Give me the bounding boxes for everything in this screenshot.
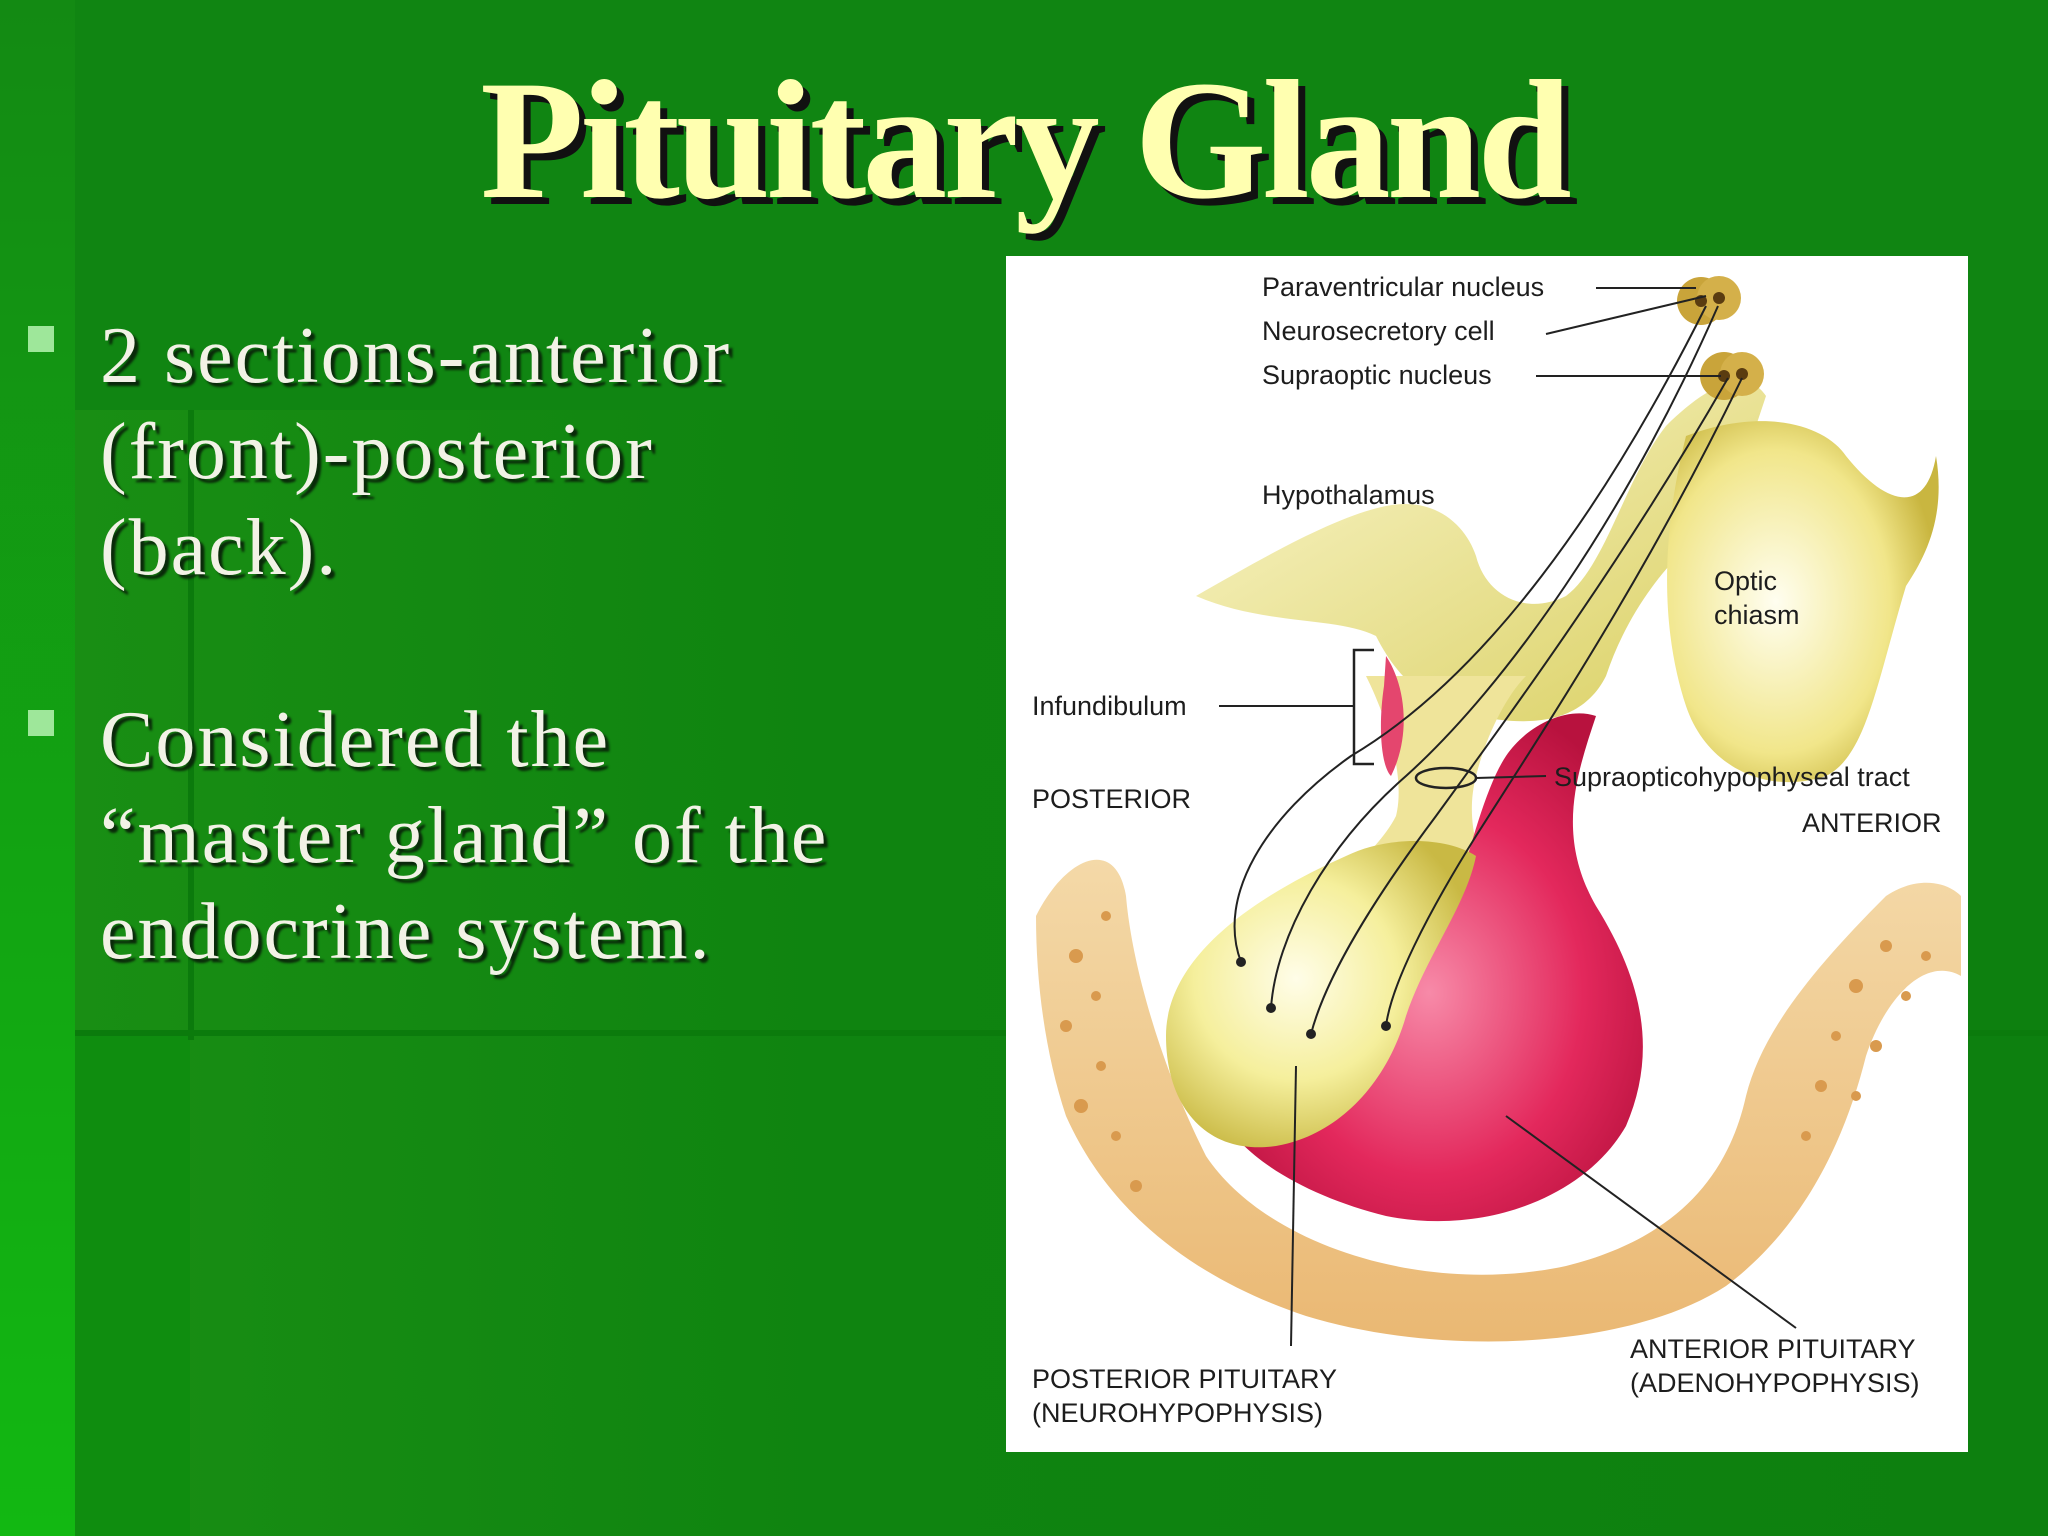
slide-title: Pituitary Gland: [480, 46, 1572, 234]
neurosecretory-cell-icon: [1677, 276, 1764, 400]
sella-turcica-bone: [1036, 859, 1961, 1342]
axon-terminals: [1236, 957, 1391, 1039]
label-hypothalamus: Hypothalamus: [1262, 480, 1435, 510]
label-adenohypophysis: (ADENOHYPOPHYSIS): [1630, 1368, 1920, 1398]
label-supraopticohypophyseal-tract: Supraopticohypophyseal tract: [1554, 762, 1910, 792]
axon-fibers: [1233, 305, 1743, 1035]
bullet-text: 2 sections-anterior (front)-posterior (b…: [100, 312, 732, 592]
bullet-item: 2 sections-anterior (front)-posterior (b…: [28, 308, 988, 596]
label-optic-line2: chiasm: [1714, 600, 1800, 630]
pituitary-illustration: Paraventricular nucleus Neurosecretory c…: [1032, 272, 1961, 1428]
background-band-left: [0, 0, 75, 1536]
label-posterior-pituitary: POSTERIOR PITUITARY: [1032, 1364, 1337, 1394]
label-neurosecretory-cell: Neurosecretory cell: [1262, 316, 1495, 346]
label-supraoptic-nucleus: Supraoptic nucleus: [1262, 360, 1492, 390]
background-band-left-lower: [75, 1035, 190, 1536]
bone-pores: [1060, 911, 1931, 1192]
label-neurohypophysis: (NEUROHYPOPHYSIS): [1032, 1398, 1323, 1428]
bullet-item: Considered the “master gland” of the end…: [28, 692, 988, 980]
label-anterior-pituitary: ANTERIOR PITUITARY: [1630, 1334, 1916, 1364]
pituitary-diagram: Paraventricular nucleus Neurosecretory c…: [1006, 256, 1968, 1452]
label-optic-line1: Optic: [1714, 566, 1777, 596]
label-posterior: POSTERIOR: [1032, 784, 1191, 814]
leader-lines: [1219, 287, 1797, 1347]
bullet-square-icon: [28, 326, 54, 352]
infundibulum-pink: [1380, 656, 1404, 776]
background-divider-vertical: [188, 410, 194, 1040]
label-paraventricular-nucleus: Paraventricular nucleus: [1262, 272, 1544, 302]
bullet-text: Considered the “master gland” of the end…: [100, 696, 829, 976]
bullet-square-icon: [28, 710, 54, 736]
label-infundibulum: Infundibulum: [1032, 691, 1187, 721]
optic-chiasm-shape: [1667, 421, 1939, 783]
posterior-pituitary-lobe: [1166, 841, 1476, 1148]
bullet-list: 2 sections-anterior (front)-posterior (b…: [28, 308, 988, 1076]
label-anterior: ANTERIOR: [1802, 808, 1942, 838]
